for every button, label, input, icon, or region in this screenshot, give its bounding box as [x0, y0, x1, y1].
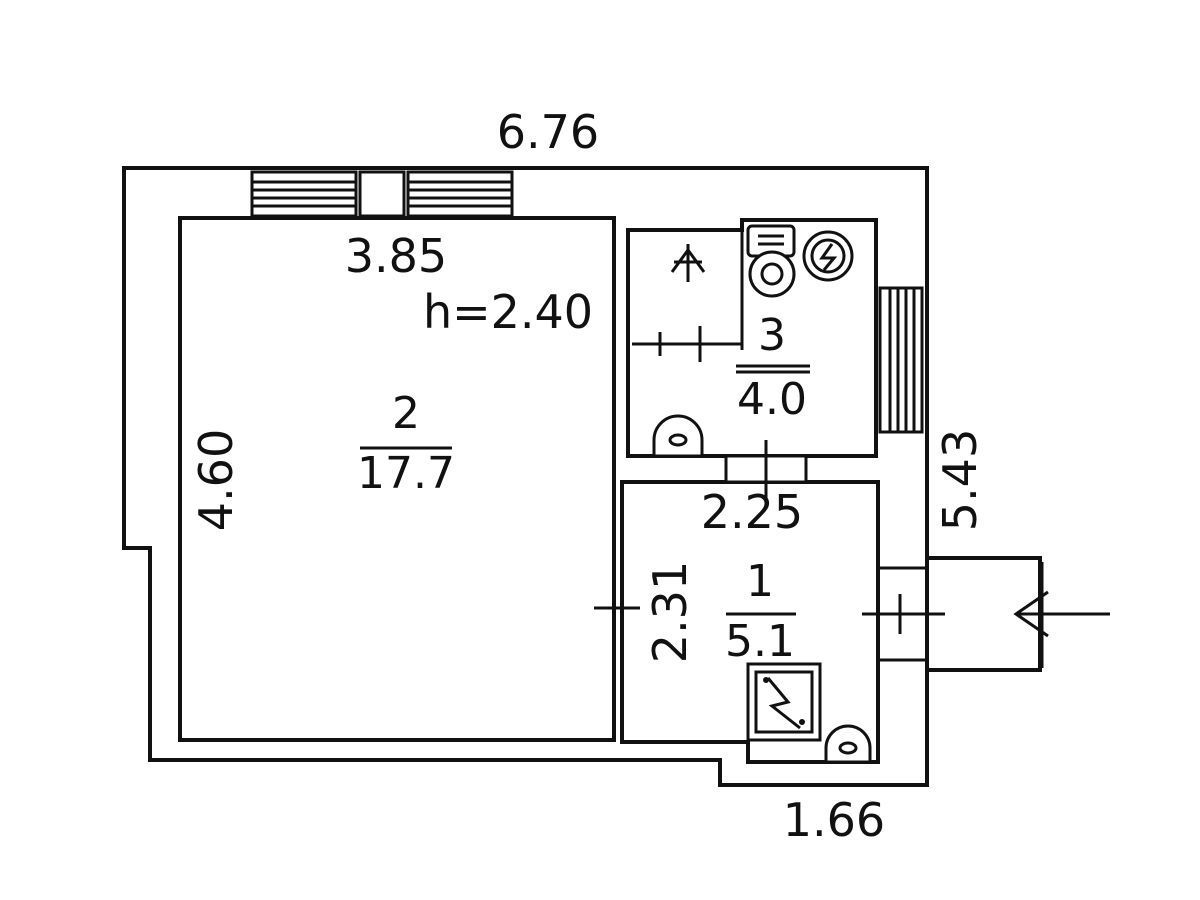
door-room3-room1 [724, 440, 808, 500]
room-2-walls [178, 216, 616, 742]
window-top-right [406, 170, 514, 218]
dim-room1-width: 2.25 [701, 485, 803, 539]
window-mullion [358, 170, 406, 218]
room-1-label: 1 5.1 [725, 556, 796, 667]
room-1-walls [620, 480, 880, 764]
ceiling-height-label: h=2.40 [423, 285, 593, 339]
hall-washbasin-icon [824, 724, 872, 764]
electric-panel-icon [746, 662, 822, 742]
door-room2-room1 [594, 560, 640, 660]
room-3-label: 3 4.0 [736, 310, 810, 425]
dim-room1-depth: 2.31 [643, 561, 697, 663]
dim-overall-width: 6.76 [497, 105, 599, 159]
washbasin-icon [652, 414, 704, 458]
room-number: 2 [392, 388, 420, 439]
dim-room2-depth: 4.60 [189, 429, 243, 531]
room-area: 5.1 [725, 616, 795, 667]
window-right [878, 286, 924, 434]
window-top-left [250, 170, 358, 218]
room-area: 4.0 [737, 374, 807, 425]
boiler-icon [802, 230, 854, 282]
entrance-arrow-icon [1013, 562, 1110, 668]
shower-icon [670, 244, 706, 282]
room-area: 17.7 [357, 448, 455, 499]
dim-bottom: 1.66 [783, 793, 885, 847]
toilet-icon [746, 224, 796, 298]
room-number: 1 [746, 556, 774, 607]
dim-room2-width: 3.85 [345, 229, 447, 283]
room-2-label: 2 17.7 [357, 388, 455, 499]
dim-right-side: 5.43 [933, 429, 987, 531]
outer-wall [122, 166, 929, 787]
room-number: 3 [758, 310, 786, 361]
